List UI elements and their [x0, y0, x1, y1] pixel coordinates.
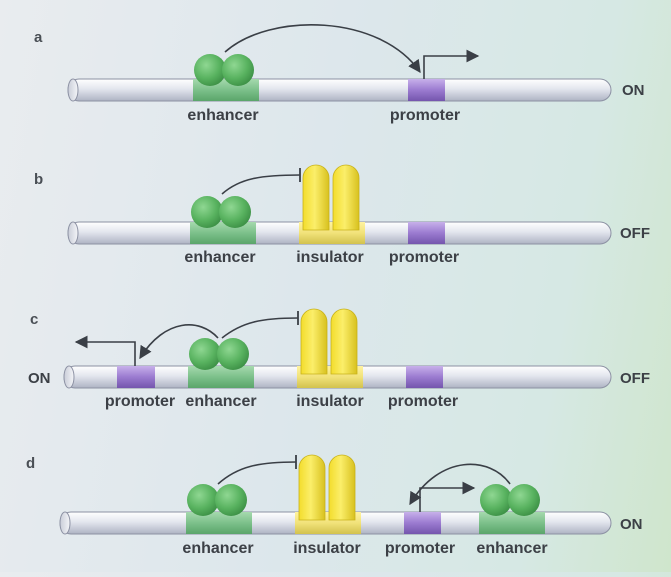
state-label: ON	[620, 516, 643, 533]
blocked-arrow	[221, 317, 299, 339]
enhancer-label: enhancer	[182, 540, 253, 557]
panel-letter: b	[34, 171, 43, 188]
promoter-label: promoter	[105, 393, 175, 410]
panel-letter: a	[34, 29, 43, 46]
enhancer-element	[190, 196, 256, 244]
panel-c: c promoter enhancer insulator promoter O…	[28, 308, 650, 410]
promoter-element	[408, 79, 445, 101]
blocked-arrow	[221, 174, 301, 195]
promoter-label: promoter	[389, 249, 459, 266]
enhancer-element	[188, 338, 254, 388]
panel-a: a enhancer promoter ON	[34, 23, 645, 124]
promoter-label: promoter	[385, 540, 455, 557]
promoter-label: promoter	[390, 107, 460, 124]
panel-d: d enhancer insulator promoter enhancer	[26, 454, 643, 557]
insulator-label: insulator	[293, 540, 361, 557]
promoter-label: promoter	[388, 393, 458, 410]
panel-letter: d	[26, 455, 35, 472]
enhancer-label: enhancer	[185, 393, 256, 410]
enhancer-label: enhancer	[476, 540, 547, 557]
state-label-left: ON	[28, 370, 51, 387]
promoter-element	[408, 222, 445, 244]
state-label: OFF	[620, 370, 650, 387]
dna-end-cap	[67, 78, 79, 102]
dna-end-cap	[59, 511, 71, 535]
dna-end-cap	[67, 221, 79, 245]
enhancer-element	[186, 484, 252, 534]
insulator-element	[295, 454, 361, 534]
transcription-arrow	[419, 481, 476, 512]
blocked-arrow	[217, 461, 297, 485]
transcription-arrow	[423, 49, 480, 79]
panel-letter: c	[30, 311, 38, 328]
transcription-arrow	[74, 335, 136, 366]
insulator-element	[299, 164, 365, 244]
insulator-element	[297, 308, 363, 388]
enhancer-label: enhancer	[184, 249, 255, 266]
promoter-element	[404, 512, 441, 534]
promoter-element	[117, 366, 155, 388]
activation-arrow	[224, 23, 421, 74]
enhancer-label: enhancer	[187, 107, 258, 124]
promoter-element	[406, 366, 443, 388]
state-label: OFF	[620, 225, 650, 242]
enhancer-element	[479, 484, 545, 534]
enhancer-element	[193, 54, 259, 101]
dna-strand	[67, 78, 612, 102]
activation-arrow	[139, 324, 219, 360]
panel-b: b enhancer insulator promoter OFF	[34, 164, 650, 266]
insulator-label: insulator	[296, 249, 364, 266]
insulator-label: insulator	[296, 393, 364, 410]
dna-end-cap	[63, 365, 75, 389]
state-label: ON	[622, 82, 645, 99]
